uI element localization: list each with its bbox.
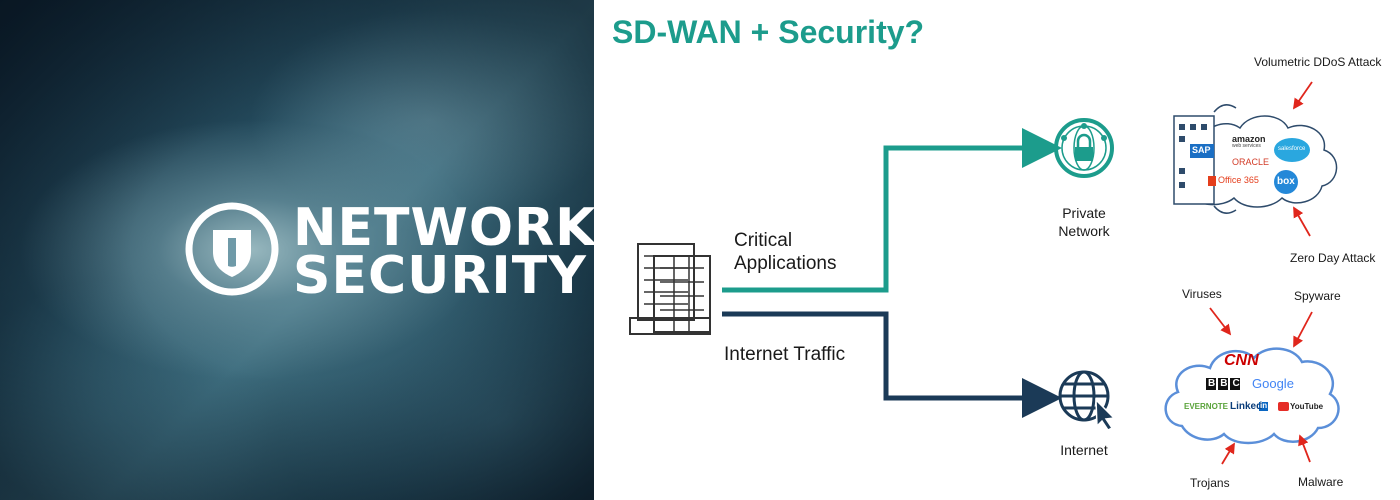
internet-cloud xyxy=(1164,347,1340,445)
zero-day-attack-label: Zero Day Attack xyxy=(1290,251,1376,265)
linkedin-logo: Linked xyxy=(1230,401,1263,412)
critical-applications-label-2: Applications xyxy=(734,253,837,274)
banner-vignette xyxy=(0,0,594,500)
building-icon xyxy=(629,243,711,335)
diagram-title: SD-WAN + Security? xyxy=(612,14,925,50)
office365-logo: Office 365 xyxy=(1218,175,1259,185)
threat-arrows xyxy=(1209,81,1313,465)
saas-cloud xyxy=(1173,104,1338,214)
sd-wan-diagram: SD-WAN + Security? Critical Applications… xyxy=(594,0,1400,500)
diagram-graphics xyxy=(629,81,1340,465)
evernote-logo: EVERNOTE xyxy=(1184,402,1229,411)
linkedin-in-logo: in xyxy=(1260,401,1268,410)
amazon-logo: amazon xyxy=(1232,134,1266,144)
internet-traffic-label: Internet Traffic xyxy=(724,344,846,365)
private-network-label-2: Network xyxy=(1058,223,1110,239)
salesforce-logo: salesforce xyxy=(1278,146,1306,152)
bbc-logo: BBC xyxy=(1208,378,1245,389)
critical-applications-label-1: Critical xyxy=(734,230,793,251)
internet-globe-icon xyxy=(1058,370,1116,431)
box-logo: box xyxy=(1277,176,1295,187)
malware-label: Malware xyxy=(1298,475,1344,489)
banner-title-line2: SECURITY xyxy=(293,246,587,306)
banner-title-line1: NETWORK xyxy=(293,198,594,258)
private-network-icon xyxy=(1054,118,1114,178)
cnn-logo: CNN xyxy=(1224,352,1259,369)
shield-logo-icon xyxy=(185,202,279,296)
private-network-label-1: Private xyxy=(1062,205,1106,221)
trojans-label: Trojans xyxy=(1190,476,1230,490)
volumetric-ddos-label: Volumetric DDoS Attack xyxy=(1254,55,1382,69)
spyware-label: Spyware xyxy=(1294,289,1341,303)
youtube-logo: YouTube xyxy=(1290,402,1324,411)
network-security-banner: NETWORK SECURITY xyxy=(0,0,594,500)
internet-label: Internet xyxy=(1060,442,1108,458)
critical-apps-path xyxy=(722,128,1062,293)
amazon-sub-logo: web services xyxy=(1232,143,1261,149)
internet-traffic-path xyxy=(722,311,1062,418)
viruses-label: Viruses xyxy=(1182,287,1222,301)
sap-logo: SAP xyxy=(1192,145,1211,155)
oracle-logo: ORACLE xyxy=(1232,157,1270,167)
google-logo: Google xyxy=(1252,376,1294,391)
